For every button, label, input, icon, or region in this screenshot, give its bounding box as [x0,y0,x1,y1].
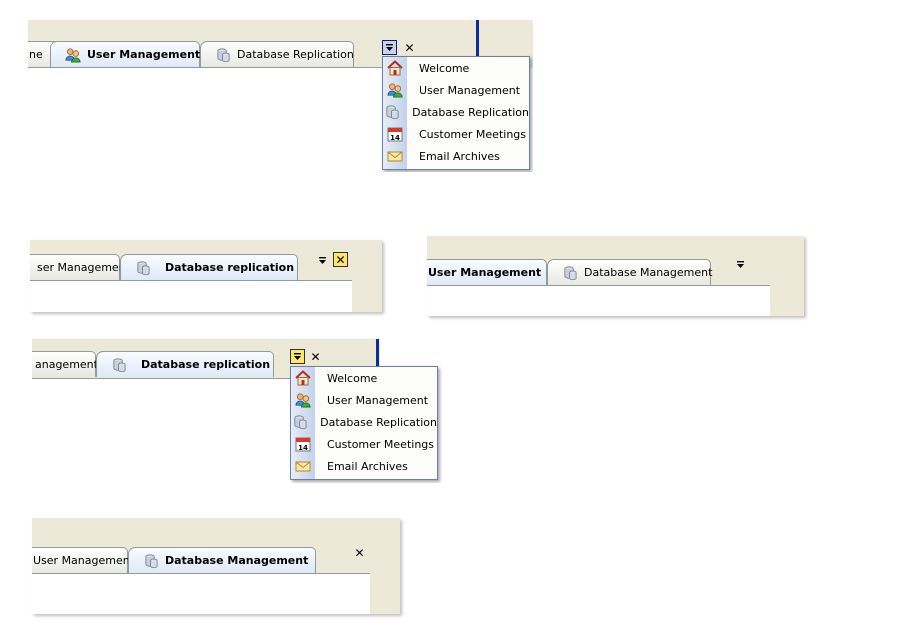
splitter-bar[interactable] [376,339,379,379]
calendar-icon: 14 [383,126,407,142]
svg-text:14: 14 [390,134,400,142]
document-pane [427,285,770,316]
tab-database-replication[interactable]: Database replication [96,351,274,377]
menu-item-welcome[interactable]: Welcome [291,367,437,389]
tab-strip-panel-3: User Management Database Management [427,236,804,316]
menu-item-user-management[interactable]: User Management [291,389,437,411]
tab-database-replication[interactable]: Database Replication [200,41,354,67]
tab-strip-panel-4: anagement Database replication ✕ Welcome… [32,339,442,483]
tab-user-management[interactable]: User Management [50,41,200,67]
home-icon [383,60,407,76]
tab-database-management[interactable]: Database Management [128,547,316,573]
database-icon [135,260,151,276]
close-icon: ✕ [404,40,415,55]
tab-strip-panel-1: ne User Management Database Replication … [28,20,533,172]
tab-strip-panel-5: User Management Database Management ✕ [32,518,400,614]
menu-item-customer-meetings[interactable]: 14 Customer Meetings [383,123,529,145]
database-icon [562,265,578,281]
envelope-icon [291,458,315,474]
close-tab-button[interactable]: ✕ [308,349,323,364]
chevron-down-icon [386,44,393,51]
database-icon [215,47,231,63]
tab-database-management[interactable]: Database Management [547,259,712,285]
close-icon: ✕ [335,252,346,267]
tab-strip-panel-2: ser Management Database replication ✕ [30,240,382,312]
users-icon [65,47,81,63]
menu-item-email-archives[interactable]: Email Archives [383,145,529,167]
close-icon: ✕ [354,545,365,560]
tab-user-management[interactable]: anagement [32,351,98,377]
close-tab-button[interactable]: ✕ [333,252,348,267]
chevron-down-icon [737,261,744,268]
chevron-down-icon [294,353,301,360]
menu-item-database-replication[interactable]: Database Replication [383,101,529,123]
calendar-icon: 14 [291,436,315,452]
document-pane [32,573,370,614]
menu-item-welcome[interactable]: Welcome [383,57,529,79]
menu-item-user-management[interactable]: User Management [383,79,529,101]
menu-item-database-replication[interactable]: Database Replication [291,411,437,433]
tab-list-dropdown-button[interactable] [315,253,330,268]
database-icon [143,553,159,569]
splitter-bar[interactable] [476,20,479,68]
close-icon: ✕ [310,349,321,364]
close-tab-button[interactable]: ✕ [402,40,417,55]
tab-user-management[interactable]: User Management [427,259,547,285]
close-tab-button[interactable]: ✕ [352,545,367,560]
tab-list-menu: Welcome User Management Database Replica… [382,56,530,170]
menu-item-customer-meetings[interactable]: 14 Customer Meetings [291,433,437,455]
database-icon [111,357,127,373]
tab-list-dropdown-button[interactable] [382,40,397,55]
tab-database-replication[interactable]: Database replication [120,254,298,280]
database-icon [383,104,400,120]
svg-text:14: 14 [298,444,308,452]
home-icon [291,370,315,386]
users-icon [383,82,407,98]
document-pane [30,280,352,312]
tab-list-dropdown-button[interactable] [733,257,748,272]
tab-user-management[interactable]: User Management [32,547,134,573]
database-icon [291,414,308,430]
users-icon [291,392,315,408]
chevron-down-icon [319,257,326,264]
tab-list-menu: Welcome User Management Database Replica… [290,366,438,480]
envelope-icon [383,148,407,164]
menu-item-email-archives[interactable]: Email Archives [291,455,437,477]
tab-user-management[interactable]: ser Management [30,254,130,280]
tab-list-dropdown-button[interactable] [290,349,305,364]
